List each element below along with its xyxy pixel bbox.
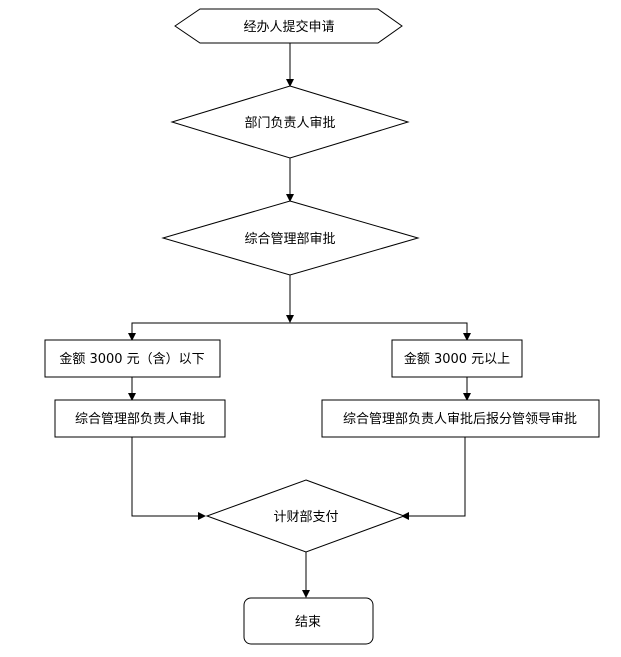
leader-approval-box [321, 399, 600, 438]
dept-head-approval-diamond [170, 85, 410, 159]
condition-low-label: 金额 3000 元（含）以下 [59, 351, 204, 367]
connector-split-right [290, 322, 471, 341]
condition-high-label: 金额 3000 元以上 [404, 351, 510, 367]
connectors [128, 43, 471, 598]
finance-payment-node: 计财部支付 [205, 479, 406, 553]
finance-payment-label: 计财部支付 [273, 510, 338, 525]
connector-leader-to-payment [401, 437, 466, 520]
dept-head-approval-node: 部门负责人审批 [170, 85, 410, 159]
condition-high-box [391, 339, 523, 378]
admin-dept-approval-diamond [161, 200, 420, 276]
start-hexagon-shape [174, 8, 403, 44]
condition-low-box [44, 339, 221, 378]
start-node: 经办人提交申请 [174, 8, 403, 44]
condition-low-node: 金额 3000 元（含）以下 [44, 339, 221, 378]
connector-admin-head-to-payment [131, 437, 206, 520]
admin-head-approval-label: 综合管理部负责人审批 [75, 412, 205, 427]
admin-dept-approval-label: 综合管理部审批 [244, 232, 335, 247]
connector-split-left [128, 322, 290, 341]
leader-approval-node: 综合管理部负责人审批后报分管领导审批 [321, 399, 600, 438]
finance-payment-diamond [205, 479, 406, 553]
condition-high-node: 金额 3000 元以上 [391, 339, 523, 378]
end-node: 结束 [243, 597, 374, 645]
leader-approval-label: 综合管理部负责人审批后报分管领导审批 [343, 412, 577, 427]
admin-head-approval-node: 综合管理部负责人审批 [54, 399, 226, 438]
dept-head-approval-label: 部门负责人审批 [244, 116, 335, 131]
end-rounded-box [243, 597, 374, 645]
admin-head-approval-box [54, 399, 226, 438]
start-label: 经办人提交申请 [243, 19, 334, 35]
end-label: 结束 [295, 615, 321, 630]
admin-dept-approval-node: 综合管理部审批 [161, 200, 420, 276]
